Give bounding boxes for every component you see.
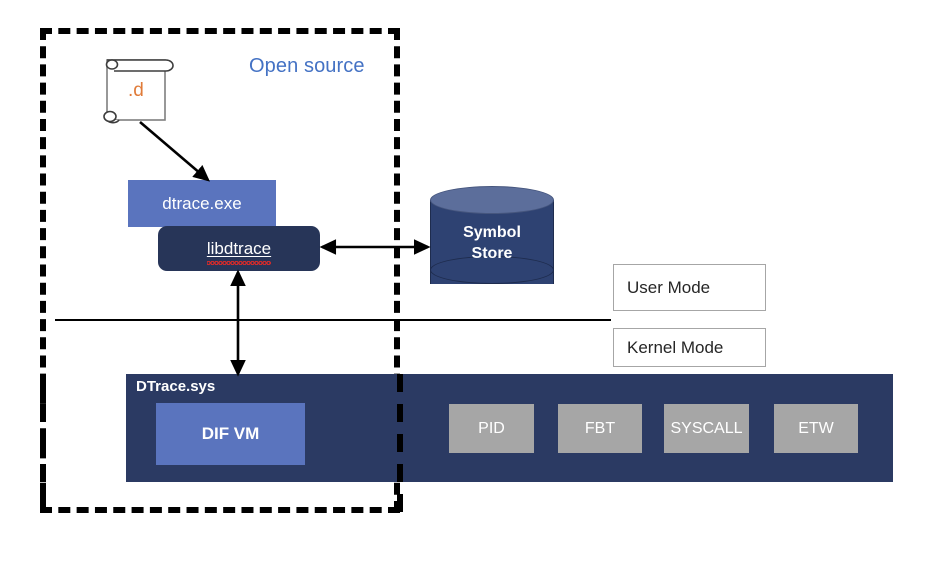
symbol-store-label-line2: Store bbox=[471, 245, 513, 262]
user-kernel-divider-line bbox=[55, 319, 611, 321]
open-source-label: Open source bbox=[249, 55, 365, 77]
dif-vm-label: DIF VM bbox=[201, 424, 260, 443]
symbol-store-cylinder[interactable]: Symbol Store bbox=[430, 186, 554, 298]
libdtrace-label: libdtrace bbox=[206, 238, 272, 265]
open-source-boundary bbox=[40, 28, 400, 513]
symbol-store-label: Symbol Store bbox=[430, 214, 554, 272]
provider-box-fbt[interactable]: FBT bbox=[558, 404, 642, 453]
dif-vm-box[interactable]: DIF VM bbox=[156, 403, 305, 465]
kernel-mode-label-box: Kernel Mode bbox=[613, 328, 766, 367]
dtrace-exe-label: dtrace.exe bbox=[162, 193, 242, 213]
libdtrace-box[interactable]: libdtrace bbox=[158, 226, 320, 271]
provider-label: SYSCALL bbox=[670, 419, 743, 437]
provider-box-etw[interactable]: ETW bbox=[774, 404, 858, 453]
symbol-store-label-line1: Symbol bbox=[463, 224, 521, 241]
script-file-label: .d bbox=[128, 80, 144, 101]
provider-label: PID bbox=[478, 419, 505, 437]
provider-label: FBT bbox=[584, 419, 616, 437]
dtrace-sys-label: DTrace.sys bbox=[136, 378, 216, 395]
user-mode-label-box: User Mode bbox=[613, 264, 766, 311]
provider-box-syscall[interactable]: SYSCALL bbox=[664, 404, 749, 453]
provider-box-pid[interactable]: PID bbox=[449, 404, 534, 453]
cylinder-bottom-ellipse bbox=[430, 256, 554, 284]
dtrace-exe-box[interactable]: dtrace.exe bbox=[128, 180, 276, 227]
user-mode-label: User Mode bbox=[627, 277, 711, 297]
cylinder-top-ellipse bbox=[430, 186, 554, 214]
scroll-icon bbox=[103, 59, 174, 124]
kernel-mode-label: Kernel Mode bbox=[627, 337, 724, 357]
provider-label: ETW bbox=[798, 419, 834, 437]
